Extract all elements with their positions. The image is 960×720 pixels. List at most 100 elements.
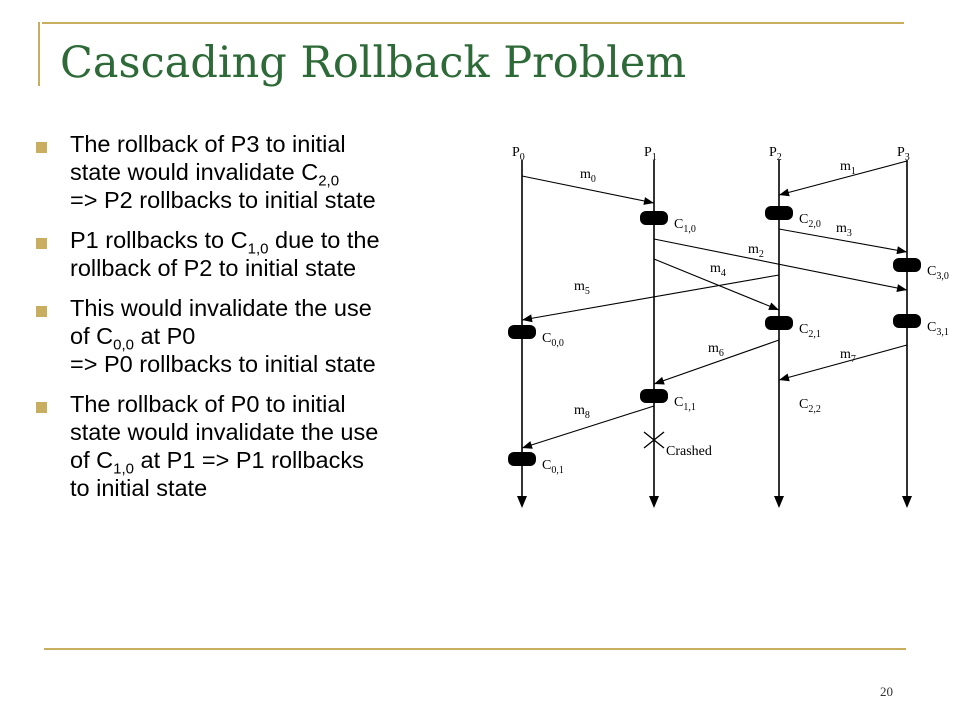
slide-title: Cascading Rollback Problem [60, 38, 687, 88]
message-label-m2-subscript: 2 [759, 249, 764, 260]
bullet-text: The rollback of P0 to initial [70, 391, 346, 417]
message-m6-shaft [653, 339, 780, 385]
message-label-m6-base: m [708, 341, 719, 356]
process-label-p1-base: P [644, 145, 652, 160]
checkpoint-c1-1-label: C1,1 [674, 395, 696, 413]
message-label-m6: m6 [708, 341, 724, 359]
process-label-p2: P2 [769, 145, 782, 163]
message-label-m4-base: m [710, 261, 721, 276]
bullet-text: P1 rollbacks to C [70, 227, 248, 253]
message-label-m3: m3 [836, 221, 852, 239]
bullet-text: state would invalidate C [70, 159, 319, 185]
state-label-c2-2-subscript: 2,2 [808, 404, 821, 415]
bullet-marker [36, 142, 47, 153]
message-label-m8-subscript: 8 [585, 410, 590, 421]
process-label-p2-base: P [769, 145, 777, 160]
process-label-p3-subscript: 3 [905, 152, 910, 163]
bullet-marker [36, 238, 47, 249]
state-label-c2-2: C2,2 [799, 397, 821, 415]
process-label-p3: P3 [897, 145, 910, 163]
crash-stroke-2 [643, 431, 665, 449]
timeline-arrow-p2 [774, 496, 784, 508]
checkpoint-c0-1-label: C0,1 [542, 458, 564, 476]
message-label-m3-base: m [836, 221, 847, 236]
bullet-text: at P0 [133, 323, 196, 349]
message-m1-head [779, 188, 790, 197]
state-label-c2-2-base: C [799, 397, 808, 412]
message-label-m7: m7 [840, 347, 856, 365]
checkpoint-c1-0-label-subscript: 1,0 [683, 224, 696, 235]
process-label-p0-base: P [512, 145, 520, 160]
message-label-m4-subscript: 4 [721, 268, 726, 279]
checkpoint-c3-0-label: C3,0 [927, 264, 949, 282]
checkpoint-c0-0 [508, 325, 536, 339]
bullet-text: of C [70, 323, 114, 349]
bullet-text: => P0 rollbacks to initial state [70, 351, 376, 377]
message-m4 [653, 258, 780, 311]
subscript: 1,0 [247, 240, 269, 258]
left-rule [38, 22, 40, 86]
message-m7-head [779, 373, 790, 382]
page-number: 20 [880, 684, 893, 699]
subscript: 1,0 [113, 460, 134, 478]
bullet-text: of C [70, 447, 114, 473]
message-label-m1-base: m [840, 159, 851, 174]
message-label-m3-subscript: 3 [847, 228, 852, 239]
checkpoint-c2-0-label-subscript: 2,0 [808, 219, 821, 230]
timeline-arrow-p1 [649, 496, 659, 508]
checkpoint-c3-0-label-subscript: 3,0 [936, 271, 949, 282]
crash-x-icon [643, 431, 665, 449]
message-label-m6-subscript: 6 [719, 348, 724, 359]
subscript: 0,0 [113, 336, 134, 354]
message-m2-head [896, 284, 907, 292]
checkpoint-c1-1 [640, 389, 668, 403]
checkpoint-c1-0 [640, 211, 668, 225]
message-m3-shaft [778, 228, 908, 253]
message-m6-head [654, 376, 665, 385]
process-label-p0: P0 [512, 145, 525, 163]
checkpoint-c3-0-label-base: C [927, 264, 936, 279]
process-label-p0-subscript: 0 [520, 152, 525, 163]
message-m4-head [768, 302, 779, 310]
message-label-m8: m8 [574, 403, 590, 421]
timeline-arrow-p3 [902, 496, 912, 508]
message-m3-head [896, 246, 907, 255]
checkpoint-c1-1-label-base: C [674, 395, 683, 410]
checkpoint-c2-1-label: C2,1 [799, 322, 821, 340]
message-label-m0-subscript: 0 [591, 174, 596, 185]
bullet-marker [36, 306, 47, 317]
subscript: 2,0 [318, 172, 340, 190]
message-label-m2-base: m [748, 242, 759, 257]
checkpoint-c3-0 [893, 258, 921, 272]
checkpoint-c0-1 [508, 452, 536, 466]
checkpoint-c1-0-label-base: C [674, 217, 683, 232]
message-label-m7-subscript: 7 [851, 354, 856, 365]
bottom-rule [44, 648, 906, 650]
checkpoint-c3-1-label-subscript: 3,1 [936, 327, 949, 338]
message-m2-shaft [653, 238, 908, 291]
checkpoint-c1-0-label: C1,0 [674, 217, 696, 235]
message-m5-shaft [521, 274, 780, 321]
bullet-text: at P1 => P1 rollbacks [133, 447, 364, 473]
message-label-m5: m5 [574, 279, 590, 297]
checkpoint-c3-1-label-base: C [927, 320, 936, 335]
message-m5-head [522, 314, 533, 323]
bullet-text: => P2 rollbacks to initial state [70, 187, 376, 213]
checkpoint-c3-1 [893, 314, 921, 328]
message-label-m1-subscript: 1 [851, 166, 856, 177]
bullet-marker [36, 402, 47, 413]
checkpoint-c2-1-label-base: C [799, 322, 808, 337]
checkpoint-c2-0 [765, 206, 793, 220]
checkpoint-c2-1 [765, 316, 793, 330]
message-m1-shaft [778, 160, 908, 196]
message-label-m7-base: m [840, 347, 851, 362]
message-m1 [778, 160, 908, 197]
message-label-m4: m4 [710, 261, 726, 279]
bullet-text: due to the [268, 227, 380, 253]
message-m0 [521, 175, 655, 205]
message-label-m5-subscript: 5 [585, 286, 590, 297]
